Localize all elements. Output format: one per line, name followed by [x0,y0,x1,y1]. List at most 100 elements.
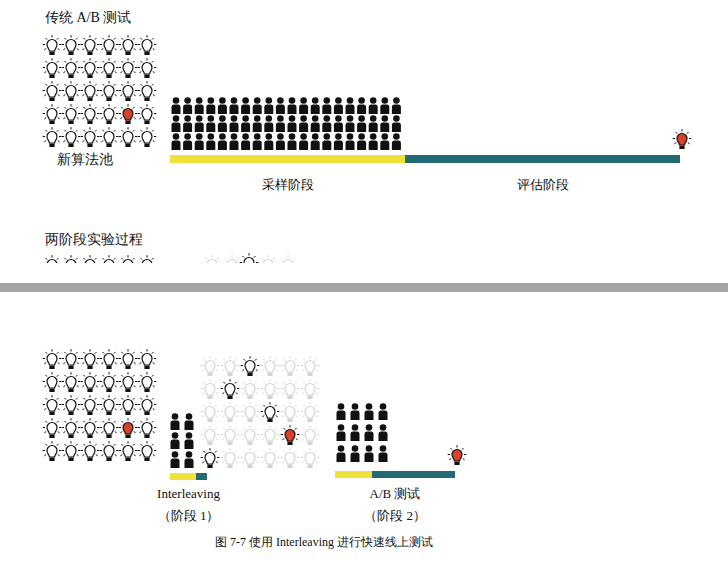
person-body [311,105,320,115]
bulb-ray [83,258,85,260]
bulb-ray [81,136,83,137]
bulb-ray [83,352,85,354]
person-body [334,123,343,133]
person-head [289,97,296,104]
bulb-ray [76,84,78,86]
person-head [324,115,331,122]
bulb-ray [222,416,224,417]
bulb-ray [45,84,47,86]
bulb-base [307,419,312,422]
bulb-ray [121,61,123,63]
bulb-ray [270,425,271,427]
bulb-ray [138,136,140,137]
bulb-ray [283,359,285,361]
bulb-glass [104,63,114,75]
bulb-ray [255,382,257,384]
bulb-ray [77,72,79,73]
bulb-base [106,435,111,438]
bulb-glass [66,354,76,366]
person-icon [206,115,215,132]
bulb-ray [78,427,80,428]
person-body [346,105,355,115]
bulb-ray [138,67,140,68]
bulb-ray [310,379,311,381]
bulb-glass [142,132,152,144]
bulb-base [247,465,252,468]
bulb-ray [302,439,304,440]
bulb-ray [262,439,264,440]
person-body [351,453,360,463]
person-head [242,97,249,104]
bulb-base [49,366,54,369]
bulb-glass [263,260,273,264]
person-icon [276,133,285,150]
bulb-ray [147,395,148,397]
bulb-ray [121,84,123,86]
bulb-ray [212,255,213,257]
person-icon [379,424,388,441]
bulb-icon [301,379,320,399]
person-icon [322,115,331,132]
bulb-ray [133,61,135,63]
bulb-ray [100,113,102,114]
bulb-icon [100,372,119,392]
bulb-base [49,412,54,415]
bulb-ray [101,49,103,50]
person-icon [218,97,227,114]
bulb-base [68,121,73,124]
person-head [186,413,193,420]
person-body [206,141,215,151]
bulb-ray [154,113,156,114]
bulb-glass [47,109,57,121]
bulb-ray [116,90,118,91]
bulb-ray [114,38,116,40]
bulb-ray [95,61,97,63]
bulb-ray [275,451,277,453]
person-icon [346,115,355,132]
bulb-ray [90,127,91,129]
person-icon [379,445,388,462]
bulb-ray [281,365,283,366]
bulb-ray [114,258,116,260]
person-head [312,115,319,122]
person-head [380,424,387,431]
bulb-icon [43,127,62,147]
bulb-ray [121,258,123,260]
bulb-ray [673,138,675,139]
person-icon [322,97,331,114]
bulb-ray [95,352,97,354]
bulb-icon [281,402,300,422]
bulb-ray [270,448,271,450]
red-bulb-icon [448,445,467,465]
person-icon [351,403,360,420]
bulb-ray [202,370,204,371]
bulb-ray [134,72,136,73]
bulb-ray [64,421,66,423]
bulb-ray [288,255,289,257]
person-head [352,403,359,410]
bulb-ray [139,118,141,119]
bulb-base [125,121,130,124]
bulb-ray [64,352,66,354]
bulb-ray [134,363,136,364]
bulb-icon [241,425,260,445]
bulb-glass [205,407,215,419]
bulb-ray [147,349,148,351]
person-icon [218,115,227,132]
bulb-glass [207,260,217,264]
bulb-base [125,389,130,392]
person-head [335,115,342,122]
bulb-icon [43,372,62,392]
person-body [299,123,308,133]
bulb-ray [240,262,242,263]
bulb-ray [138,358,140,359]
person-head [196,97,203,104]
bulb-ray [261,388,263,389]
bulb-ray [257,365,259,366]
bulb-base [68,435,73,438]
bulb-ray [97,113,99,114]
person-icon [241,133,250,150]
bulb-ray [154,67,156,68]
bulb-ray [134,432,136,433]
